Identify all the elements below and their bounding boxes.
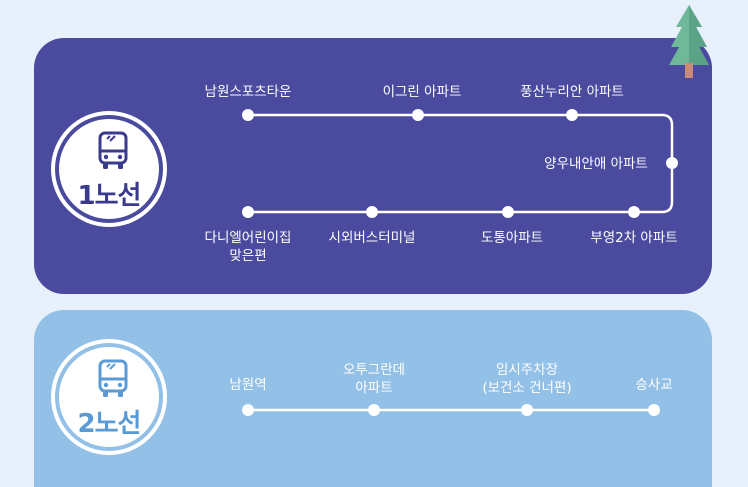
route2-stop-dot — [368, 404, 380, 416]
stop-igreen: 이그린 아파트 — [382, 84, 462, 100]
stop-parking-line1: 임시주차장 — [495, 362, 559, 378]
stop-parking-line2: (보건소 건너편) — [482, 380, 572, 396]
stop-namwon-station: 남원역 — [229, 377, 267, 393]
stop-namwon-sports: 남원스포츠타운 — [204, 84, 292, 100]
route1-stop-dot — [502, 206, 514, 218]
route2-badge: 2노선 — [55, 343, 163, 451]
stop-terminal: 시외버스터미널 — [328, 230, 416, 246]
stop-daniel: 다니엘어린이집 맞은편 — [205, 229, 292, 265]
route1-stop-dot — [666, 157, 678, 169]
route2-stop-dot — [648, 404, 660, 416]
stop-pungsan: 풍산누리안 아파트 — [520, 84, 624, 100]
stop-otu-line2: 아파트 — [355, 380, 393, 396]
stop-daniel-line2: 맞은편 — [229, 248, 267, 264]
route1-stop-dot — [412, 109, 424, 121]
bus-icon — [98, 359, 128, 397]
route1-stop-dot — [366, 206, 378, 218]
stop-buyoung: 부영2차 아파트 — [590, 230, 678, 246]
bus-icon — [98, 131, 128, 169]
route2-stop-dot — [521, 404, 533, 416]
route2-label: 2노선 — [77, 409, 142, 439]
route1-label: 1노선 — [77, 181, 142, 211]
stop-seungsa: 승사교 — [635, 377, 673, 393]
route1-stop-dot — [628, 206, 640, 218]
route2-stop-dot — [242, 404, 254, 416]
stop-dotong: 도통아파트 — [480, 230, 544, 246]
stop-yangwoo: 양우내안애 아파트 — [544, 156, 648, 172]
route1-stop-dot — [566, 109, 578, 121]
stop-parking: 임시주차장 (보건소 건너편) — [482, 361, 571, 397]
stop-otu-line1: 오투그란데 — [342, 362, 406, 378]
route1-badge: 1노선 — [55, 115, 163, 223]
stop-otu: 오투그란데 아파트 — [343, 361, 405, 397]
route1-stop-dot — [242, 206, 254, 218]
stop-daniel-line1: 다니엘어린이집 — [204, 230, 292, 246]
route1-stop-dot — [242, 109, 254, 121]
tree-icon — [669, 5, 709, 78]
